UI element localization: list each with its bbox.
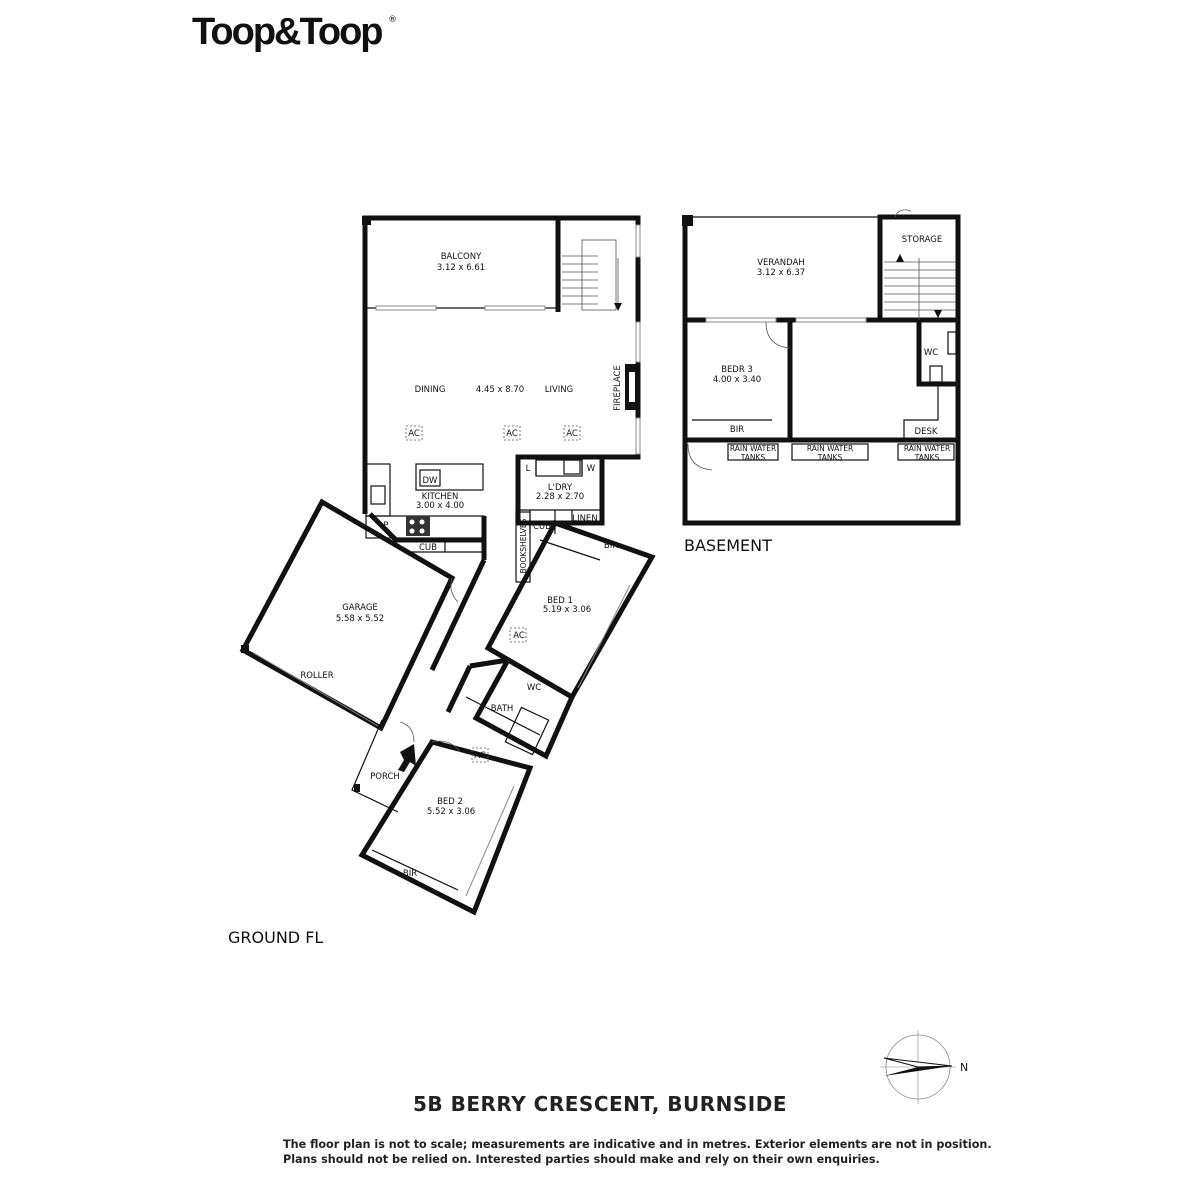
label-fireplace: FIREPLACE (613, 365, 623, 411)
label-rwt1-line2: TANKS (740, 453, 766, 462)
ground-floor (239, 215, 656, 916)
stairs-basement (884, 209, 956, 320)
room-name-bed2: BED 2 (437, 797, 463, 807)
ground-room-labels: BALCONY 3.12 x 6.61 DINING 4.45 x 8.70 L… (300, 252, 623, 879)
label-cub-kitchen: CUB (419, 543, 437, 553)
label-rwt3-line2: TANKS (914, 453, 940, 462)
room-name-verandah: VERANDAH (757, 258, 805, 268)
room-name-garage: GARAGE (342, 603, 378, 613)
floor-label-basement: BASEMENT (684, 536, 772, 555)
room-dims-bed2: 5.52 x 3.06 (427, 807, 475, 817)
ac-label: AC (566, 429, 578, 439)
label-rwt2-line2: TANKS (817, 453, 843, 462)
room-dims-kitchen: 3.00 x 4.00 (416, 501, 464, 511)
label-laundry-w: W (587, 464, 596, 474)
label-bath: BATH (491, 704, 514, 714)
label-bir-bedr3: BIR (730, 425, 744, 435)
room-name-laundry: L'DRY (548, 483, 573, 493)
label-porch: PORCH (370, 772, 400, 782)
label-laundry-l: L (526, 464, 531, 474)
logo-text: Toop&Toop (192, 11, 382, 53)
room-name-kitchen: KITCHEN (422, 492, 459, 502)
room-dims-bedr3: 4.00 x 3.40 (713, 375, 761, 385)
floor-label-ground: GROUND FL (228, 928, 323, 947)
ac-label: AC (513, 631, 525, 641)
toop-toop-logo: Toop&Toop ® (192, 11, 397, 53)
room-dims-balcony: 3.12 x 6.61 (437, 263, 485, 273)
label-bookshelves: BOOKSHELVES (519, 518, 528, 573)
stairs-ground (562, 239, 622, 311)
label-bir-bed2: BIR (403, 869, 417, 879)
disclaimer-line-1: The floor plan is not to scale; measurem… (283, 1138, 992, 1151)
compass-north-label: N (960, 1061, 968, 1074)
room-dims-verandah: 3.12 x 6.37 (757, 268, 805, 278)
label-desk: DESK (915, 427, 938, 437)
room-name-living: LIVING (545, 385, 574, 395)
registered-mark: ® (388, 15, 397, 25)
basement-outer-walls (682, 214, 961, 526)
label-rwt2-line1: RAIN WATER (807, 444, 853, 453)
garage-walls (239, 498, 456, 732)
room-name-dining: DINING (415, 385, 446, 395)
room-dims-living: 4.45 x 8.70 (476, 385, 524, 395)
ac-markers: AC AC AC AC AC (405, 425, 581, 763)
label-wc-ground: WC (527, 683, 541, 693)
property-address: 5B BERRY CRESCENT, BURNSIDE (413, 1092, 787, 1116)
label-rwt3-line1: RAIN WATER (904, 444, 950, 453)
label-dw: DW (423, 476, 439, 486)
label-bir-bed1: BIR (604, 541, 618, 551)
label-linen: LINEN (572, 514, 597, 524)
room-name-bed1: BED 1 (547, 596, 573, 606)
disclaimer-line-2: Plans should not be relied on. Intereste… (283, 1153, 880, 1166)
basement-floor (682, 209, 961, 526)
room-dims-laundry: 2.28 x 2.70 (536, 492, 584, 502)
room-name-balcony: BALCONY (441, 252, 482, 262)
bed2-walls (358, 739, 534, 916)
ac-label: AC (474, 751, 486, 761)
room-dims-garage: 5.58 x 5.52 (336, 614, 384, 624)
label-wc-basement: WC (924, 348, 938, 358)
ac-label: AC (506, 429, 518, 439)
room-dims-bed1: 5.19 x 3.06 (543, 605, 591, 615)
ac-label: AC (408, 429, 420, 439)
label-storage: STORAGE (902, 235, 942, 245)
room-name-bedr3: BEDR 3 (721, 365, 753, 375)
compass-icon: N (880, 1030, 968, 1104)
basement-room-labels: VERANDAH 3.12 x 6.37 STORAGE BEDR 3 4.00… (713, 235, 950, 462)
label-cub-laundry: CUB (533, 522, 551, 532)
label-rwt1-line1: RAIN WATER (730, 444, 776, 453)
label-pantry: P (383, 521, 388, 531)
label-roller: ROLLER (300, 671, 333, 681)
